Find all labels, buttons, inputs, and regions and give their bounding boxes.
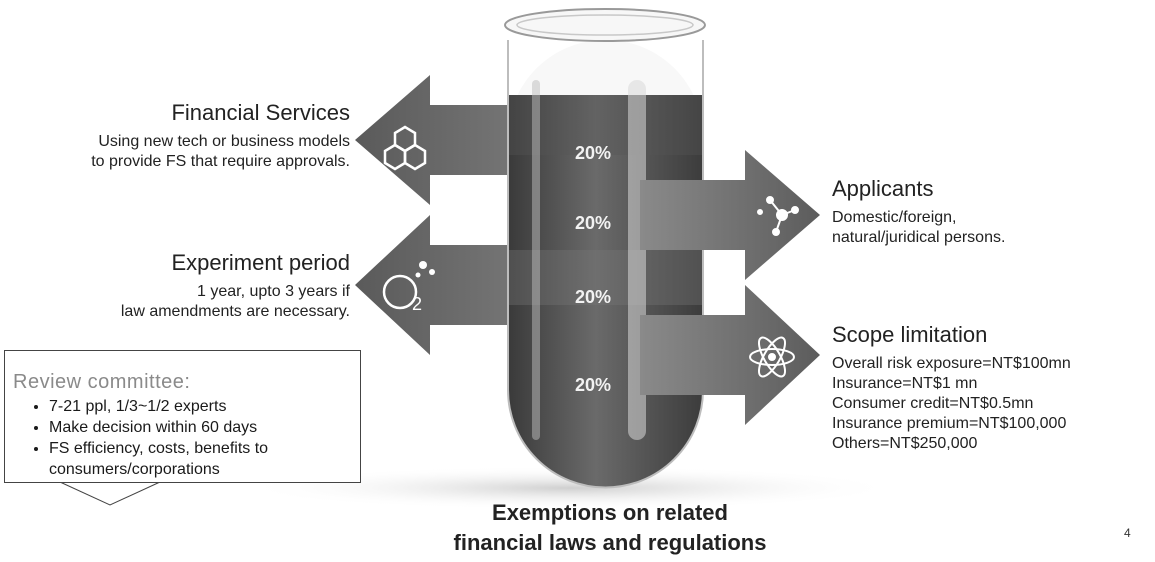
callout-pointer	[59, 481, 161, 506]
tube-level-3: 20%	[574, 287, 612, 307]
experiment-period-block: Experiment period 1 year, upto 3 years i…	[0, 250, 350, 322]
oxygen-bubble-icon	[382, 261, 435, 310]
floor-shadow	[240, 466, 900, 510]
applicants-title: Applicants	[832, 176, 934, 201]
scope-limitation-title: Scope limitation	[832, 322, 988, 347]
review-committee-item: Make decision within 60 days	[49, 417, 360, 438]
caption-line-2: financial laws and regulations	[453, 530, 767, 555]
atom-icon	[749, 336, 795, 378]
financial-services-line-1: Using new tech or business models	[98, 133, 350, 150]
scope-limitation-line-1: Overall risk exposure=NT$100mn	[832, 355, 1071, 372]
caption-line-1: Exemptions on related	[492, 500, 728, 525]
arrow-right-applicants	[640, 150, 820, 280]
tube-level-2: 20%	[574, 213, 612, 233]
applicants-line-2: natural/juridical persons.	[832, 229, 1006, 246]
experiment-period-title: Experiment period	[171, 250, 350, 275]
caption: Exemptions on related financial laws and…	[390, 498, 830, 558]
experiment-period-line-2: law amendments are necessary.	[120, 303, 350, 320]
oxygen-subscript: 2	[412, 294, 423, 314]
molecule-hexagon-icon	[383, 125, 427, 171]
arrow-right-scope-limitation	[640, 285, 820, 425]
scope-limitation-line-2: Insurance=NT$1 mn	[832, 375, 978, 392]
financial-services-title: Financial Services	[171, 100, 350, 125]
financial-services-line-2: to provide FS that require approvals.	[91, 153, 350, 170]
review-committee-title: Review committee:	[13, 371, 191, 393]
applicants-block: Applicants Domestic/foreign, natural/jur…	[832, 176, 1152, 248]
review-committee-list: 7-21 ppl, 1/3~1/2 experts Make decision …	[5, 396, 360, 480]
scope-limitation-block: Scope limitation Overall risk exposure=N…	[832, 322, 1152, 454]
applicants-line-1: Domestic/foreign,	[832, 209, 957, 226]
page-number: 4	[1124, 526, 1131, 540]
scope-limitation-line-5: Others=NT$250,000	[832, 435, 978, 452]
financial-services-block: Financial Services Using new tech or bus…	[0, 100, 350, 172]
tube-level-1: 20%	[574, 143, 612, 163]
review-committee-item: 7-21 ppl, 1/3~1/2 experts	[49, 396, 360, 417]
experiment-period-line-1: 1 year, upto 3 years if	[197, 283, 350, 300]
scope-limitation-line-3: Consumer credit=NT$0.5mn	[832, 395, 1034, 412]
review-committee-item: FS efficiency, costs, benefits to	[49, 438, 360, 459]
tube-level-4: 20%	[574, 375, 612, 395]
review-committee-item: consumers/corporations	[49, 461, 220, 478]
molecule-network-icon	[757, 196, 799, 236]
review-committee-callout: Review committee: 7-21 ppl, 1/3~1/2 expe…	[4, 350, 361, 483]
scope-limitation-line-4: Insurance premium=NT$100,000	[832, 415, 1067, 432]
